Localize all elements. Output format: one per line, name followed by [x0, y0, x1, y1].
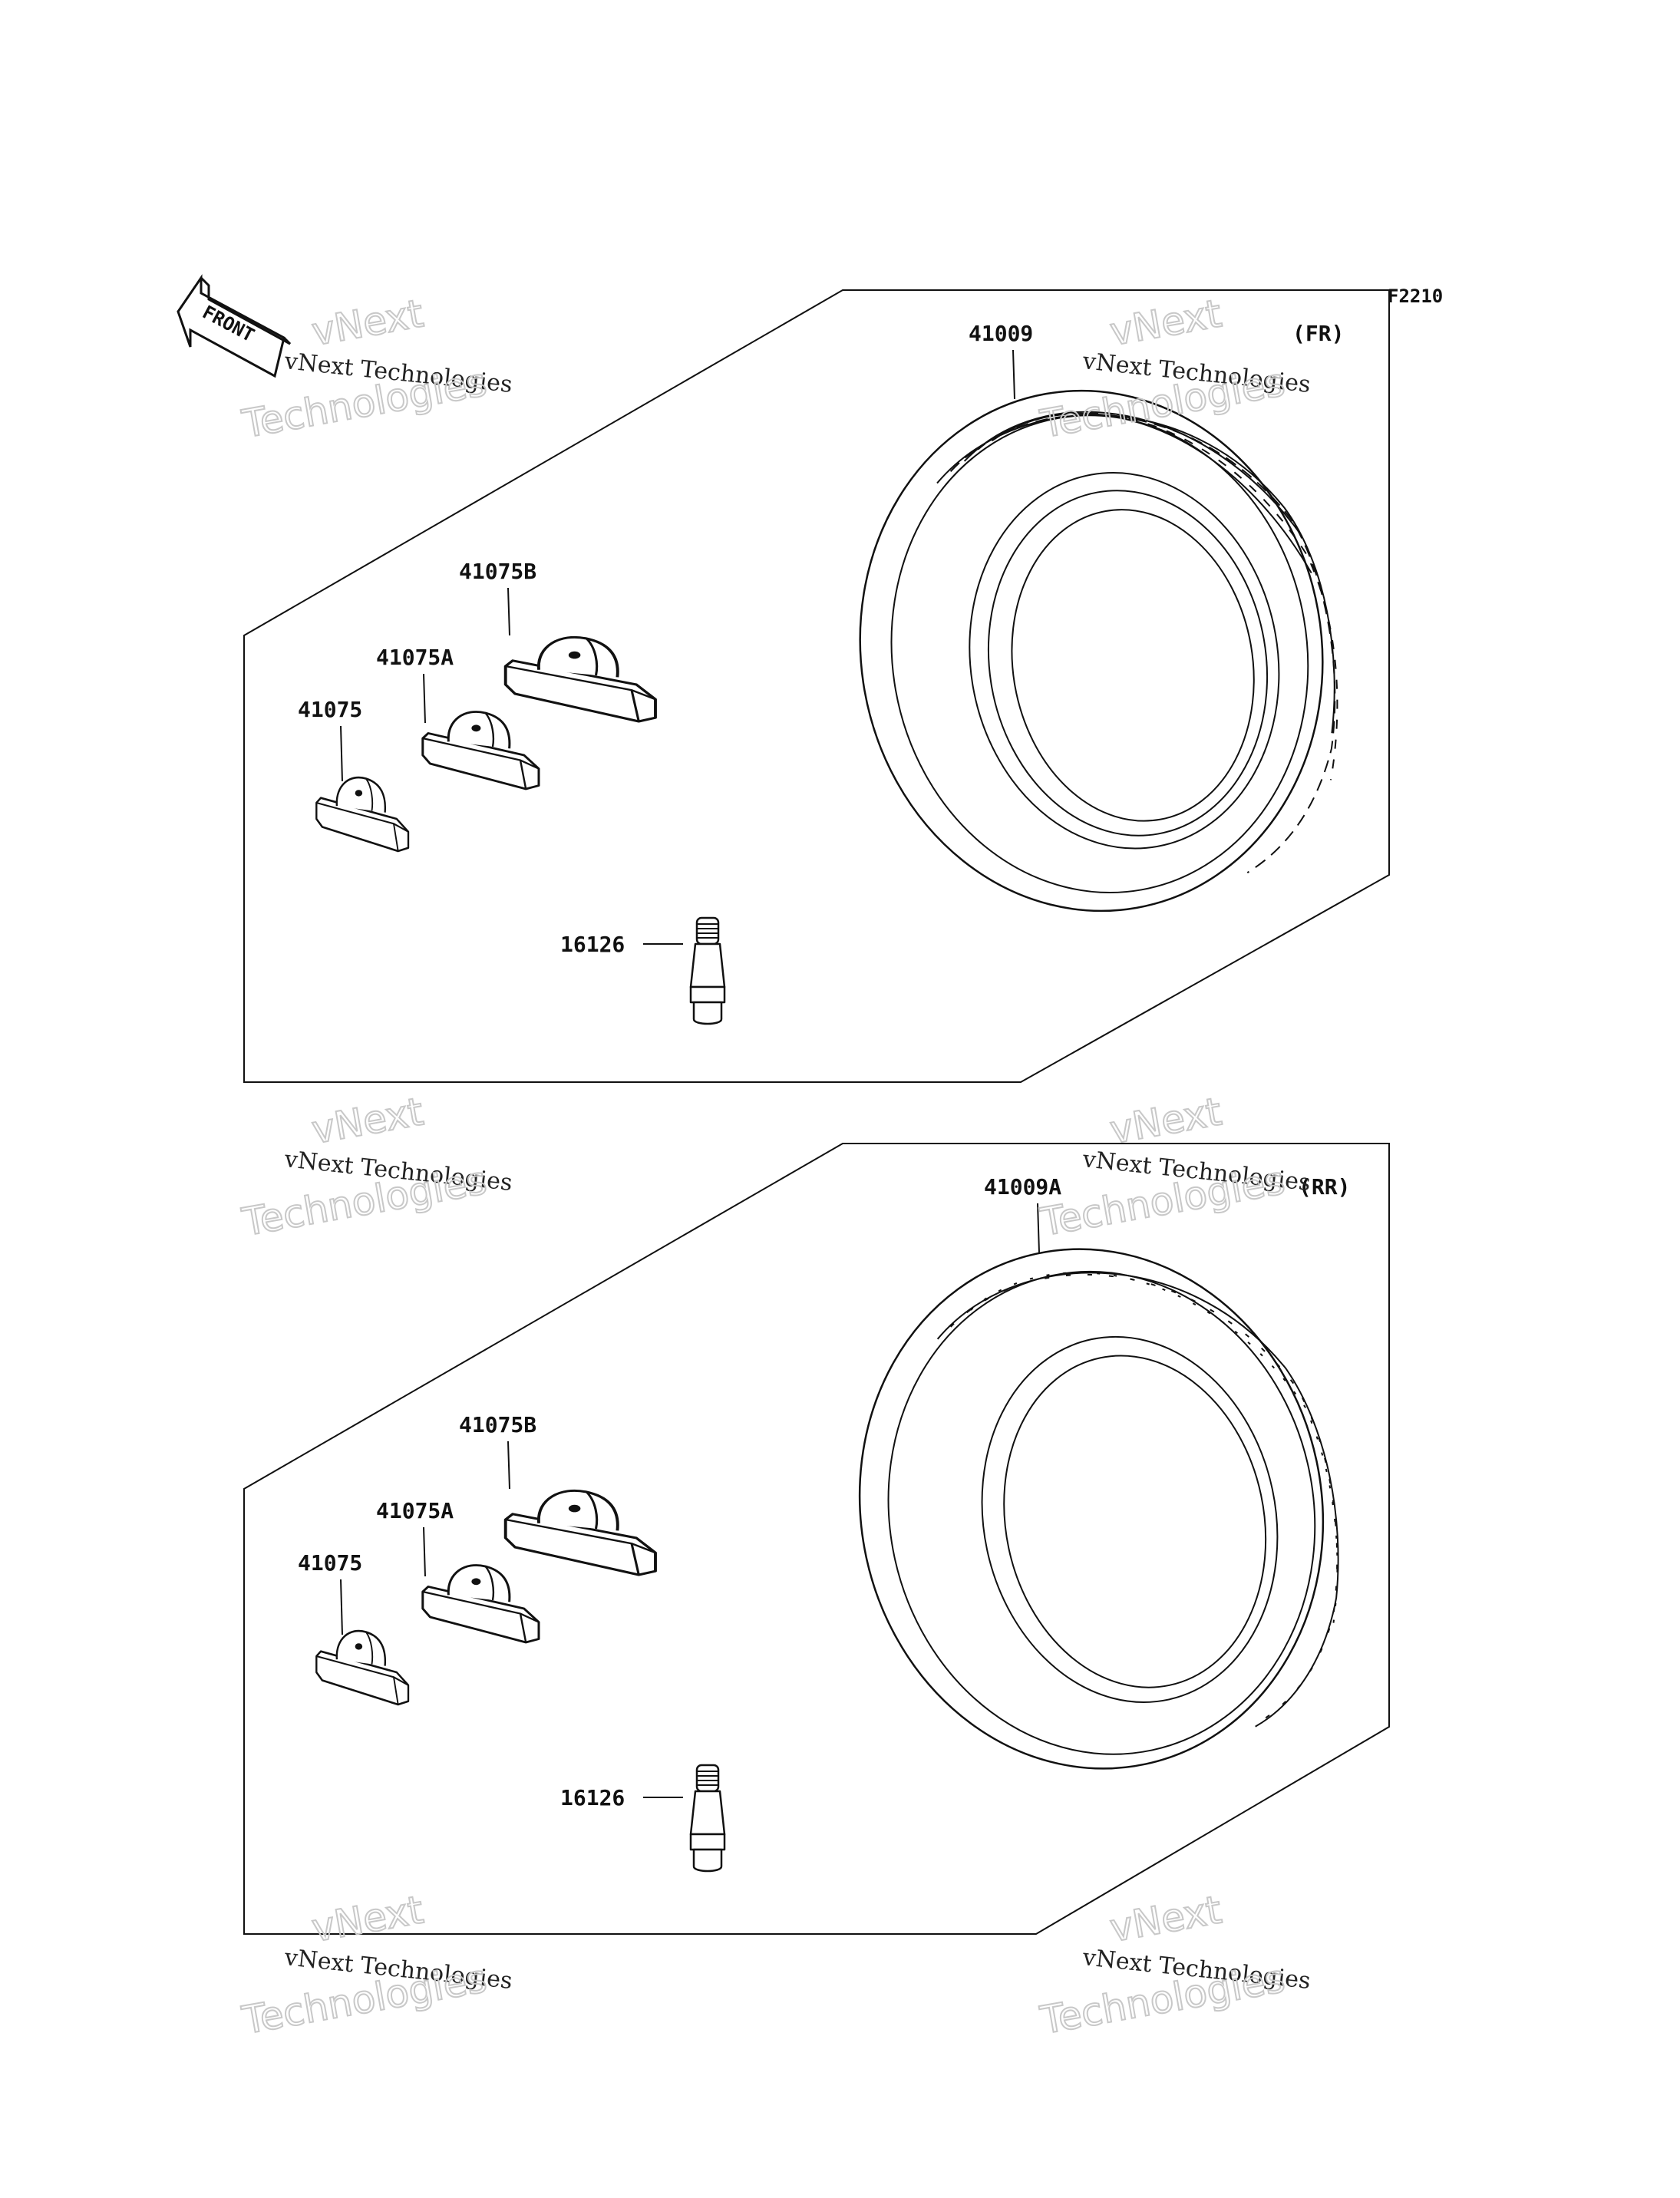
front-weight-b	[503, 635, 657, 723]
rear-tire-label: 41009A	[984, 1174, 1061, 1200]
front-tire-label: 41009	[969, 321, 1033, 346]
rear-weight-a	[421, 1563, 540, 1644]
rear-weight-b-label: 41075B	[459, 1412, 536, 1437]
svg-text:vNext: vNext	[1107, 291, 1225, 354]
front-weight-b-label: 41075B	[459, 559, 536, 584]
front-weight	[315, 776, 410, 853]
rear-weight-label: 41075	[298, 1550, 362, 1576]
rear-valve	[689, 1764, 726, 1873]
watermark: vNext vNext Technologies Technologies	[238, 1088, 513, 1246]
front-tire	[859, 389, 1338, 913]
front-valve	[689, 916, 726, 1025]
rear-weight-a-label: 41075A	[376, 1498, 454, 1523]
svg-text:vNext: vNext	[309, 1089, 427, 1152]
rear-position-label: (RR)	[1299, 1174, 1350, 1200]
watermark: vNext vNext Technologies Technologies	[1036, 1886, 1312, 2044]
front-weight-label: 41075	[298, 697, 362, 722]
watermark: vNext vNext Technologies Technologies	[238, 290, 513, 447]
front-weight-a	[421, 710, 540, 790]
front-weight-a-label: 41075A	[376, 645, 454, 670]
rear-weight	[315, 1629, 410, 1706]
front-group-outline	[243, 289, 1390, 1083]
watermark: vNext vNext Technologies Technologies	[1036, 1088, 1312, 1246]
diagram-code: F2210	[1388, 285, 1443, 307]
rear-group-outline	[243, 1143, 1390, 1935]
front-position-label: (FR)	[1292, 321, 1344, 346]
rear-valve-label: 16126	[560, 1785, 625, 1810]
front-arrow-icon: FRONT	[177, 274, 292, 378]
rear-tire	[858, 1248, 1339, 1770]
svg-text:vNext: vNext	[1107, 1887, 1225, 1950]
front-valve-label: 16126	[560, 932, 625, 957]
watermark: vNext vNext Technologies Technologies	[238, 1886, 513, 2044]
watermark: vNext vNext Technologies Technologies	[1036, 290, 1312, 447]
svg-text:vNext: vNext	[309, 1887, 427, 1950]
svg-text:vNext: vNext	[309, 291, 427, 354]
rear-weight-b	[503, 1489, 657, 1576]
